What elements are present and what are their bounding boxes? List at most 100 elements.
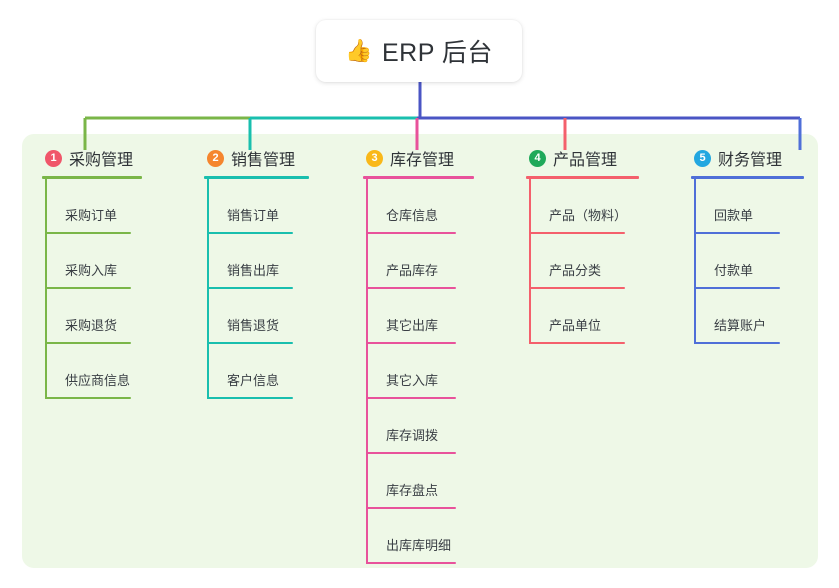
list-item-label: 其它入库: [386, 373, 439, 388]
column-items: 采购订单采购入库采购退货供应商信息: [45, 179, 142, 399]
list-item[interactable]: 供应商信息: [45, 344, 142, 399]
list-item-label: 结算账户: [714, 318, 767, 333]
list-item[interactable]: 库存调拨: [366, 399, 474, 454]
column-title: 库存管理: [390, 152, 455, 169]
column-items: 销售订单销售出库销售退货客户信息: [207, 179, 309, 399]
list-item-rule: [207, 397, 293, 399]
column-4: 4 产品管理产品（物料） 产品分类产品单位: [526, 146, 639, 344]
column-title: 财务管理: [718, 152, 783, 169]
list-item-rule: [366, 232, 456, 234]
column-spine: [45, 179, 47, 399]
column-items: 产品（物料） 产品分类产品单位: [529, 179, 639, 344]
list-item-rule: [529, 342, 625, 344]
list-item-label: 库存盘点: [386, 483, 439, 498]
list-item-rule: [45, 342, 131, 344]
column-header-4[interactable]: 4 产品管理: [529, 146, 639, 170]
list-item-rule: [366, 452, 456, 454]
column-spine: [207, 179, 209, 399]
list-item[interactable]: 产品单位: [529, 289, 639, 344]
column-header-rule: [42, 176, 142, 179]
list-item-rule: [529, 287, 625, 289]
column-number-badge: 1: [45, 149, 62, 167]
list-item[interactable]: 采购退货: [45, 289, 142, 344]
list-item[interactable]: 结算账户: [694, 289, 804, 344]
column-items: 回款单付款单结算账户: [694, 179, 804, 344]
column-header-rule: [363, 176, 474, 179]
page-title: 👍 ERP 后台: [345, 33, 493, 69]
column-title: 产品管理: [553, 152, 618, 169]
list-item-rule: [45, 397, 131, 399]
column-title: 销售管理: [231, 152, 296, 169]
list-item-label: 销售出库: [227, 263, 280, 278]
root-title-card[interactable]: 👍 ERP 后台: [316, 20, 522, 82]
column-header-rule: [526, 176, 639, 179]
column-5: 5 财务管理回款单付款单结算账户: [691, 146, 804, 344]
list-item-label: 销售退货: [227, 318, 280, 333]
list-item-rule: [694, 287, 780, 289]
column-items: 仓库信息产品库存其它出库其它入库库存调拨库存盘点出库库明细: [366, 179, 474, 564]
list-item-label: 采购退货: [65, 318, 118, 333]
column-header-rule: [691, 176, 804, 179]
column-number-badge: 3: [366, 149, 383, 167]
column-2: 2 销售管理销售订单销售出库销售退货客户信息: [204, 146, 309, 399]
column-header-3[interactable]: 3 库存管理: [366, 146, 474, 170]
list-item-rule: [207, 232, 293, 234]
list-item[interactable]: 其它出库: [366, 289, 474, 344]
list-item-rule: [366, 562, 456, 564]
list-item-rule: [45, 287, 131, 289]
list-item[interactable]: 产品（物料）: [529, 179, 639, 234]
list-item-rule: [207, 342, 293, 344]
list-item-rule: [45, 232, 131, 234]
list-item[interactable]: 客户信息: [207, 344, 309, 399]
column-header-5[interactable]: 5 财务管理: [694, 146, 804, 170]
list-item-label: 采购入库: [65, 263, 118, 278]
list-item-rule: [366, 342, 456, 344]
list-item[interactable]: 其它入库: [366, 344, 474, 399]
column-spine: [366, 179, 368, 564]
list-item-label: 供应商信息: [65, 373, 131, 388]
list-item-rule: [366, 287, 456, 289]
column-spine: [694, 179, 696, 344]
root-title-label: ERP 后台: [382, 39, 493, 67]
column-header-rule: [204, 176, 309, 179]
list-item-label: 产品库存: [386, 263, 439, 278]
list-item-rule: [366, 507, 456, 509]
list-item[interactable]: 仓库信息: [366, 179, 474, 234]
list-item[interactable]: 出库库明细: [366, 509, 474, 564]
thumbs-up-icon: 👍: [345, 38, 373, 63]
list-item-label: 客户信息: [227, 373, 280, 388]
list-item[interactable]: 销售订单: [207, 179, 309, 234]
list-item-rule: [366, 397, 456, 399]
list-item-label: 其它出库: [386, 318, 439, 333]
column-number-badge: 5: [694, 149, 711, 167]
list-item[interactable]: 销售出库: [207, 234, 309, 289]
list-item-label: 产品单位: [549, 318, 602, 333]
list-item-label: 产品分类: [549, 263, 602, 278]
list-item-label: 库存调拨: [386, 428, 439, 443]
list-item-label: 仓库信息: [386, 208, 439, 223]
list-item-rule: [207, 287, 293, 289]
list-item[interactable]: 采购入库: [45, 234, 142, 289]
list-item[interactable]: 采购订单: [45, 179, 142, 234]
list-item[interactable]: 产品库存: [366, 234, 474, 289]
list-item-label: 产品（物料）: [549, 208, 628, 223]
list-item[interactable]: 付款单: [694, 234, 804, 289]
column-number-badge: 4: [529, 149, 546, 167]
list-item-rule: [529, 232, 625, 234]
list-item[interactable]: 回款单: [694, 179, 804, 234]
list-item-rule: [694, 342, 780, 344]
column-number-badge: 2: [207, 149, 224, 167]
list-item[interactable]: 产品分类: [529, 234, 639, 289]
column-header-2[interactable]: 2 销售管理: [207, 146, 309, 170]
diagram-panel: [22, 134, 818, 568]
column-3: 3 库存管理仓库信息产品库存其它出库其它入库库存调拨库存盘点出库库明细: [363, 146, 474, 564]
list-item[interactable]: 销售退货: [207, 289, 309, 344]
list-item-label: 回款单: [714, 208, 754, 223]
list-item[interactable]: 库存盘点: [366, 454, 474, 509]
list-item-label: 付款单: [714, 263, 754, 278]
list-item-label: 采购订单: [65, 208, 118, 223]
list-item-rule: [694, 232, 780, 234]
